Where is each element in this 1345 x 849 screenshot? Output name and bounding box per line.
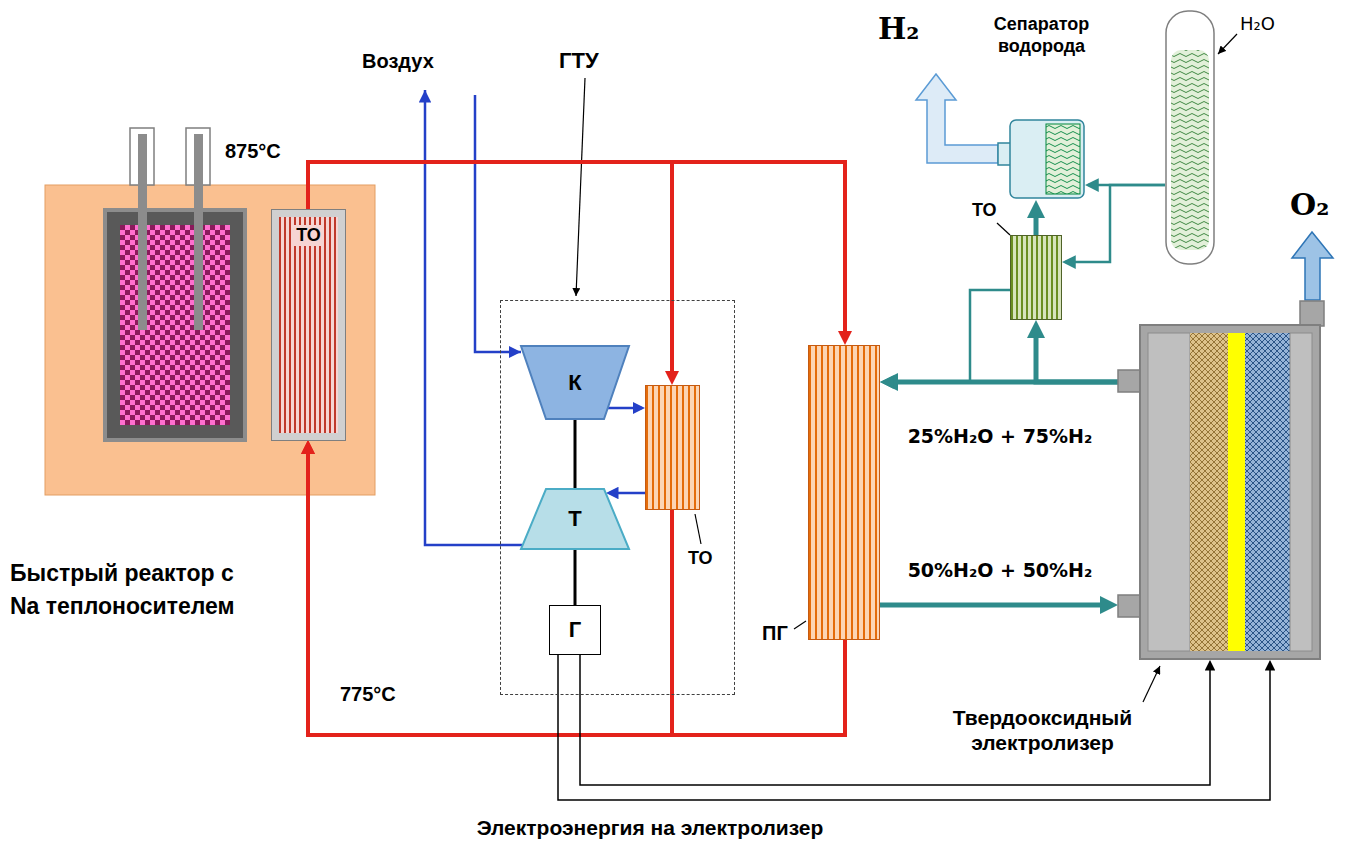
electrolyte-layer (1228, 333, 1245, 651)
temperature-label: 775°C (340, 683, 396, 706)
reactor-caption: Быстрый реактор с Na теплоносителем (10, 557, 242, 624)
electrolyzer-port (1300, 301, 1324, 326)
reactor-heat-exchanger: ТО (272, 210, 345, 440)
water-heat-exchanger: ТО (1010, 235, 1062, 320)
flow-connector (308, 445, 845, 735)
electrolyzer-label: Твердооксидный электролизер (935, 705, 1150, 755)
gas-turbine-unit: ГТУКТОТГ (500, 300, 735, 695)
flow-connector (883, 290, 1010, 382)
water-tank: H₂O (1165, 10, 1215, 265)
air-label: Воздух (362, 50, 434, 73)
flow-label: 50%H₂O + 50%H₂ (906, 560, 1095, 582)
flow-label: 25%H₂O + 75%H₂ (906, 426, 1095, 448)
leader-line (1218, 34, 1237, 54)
compressor-outline (521, 346, 629, 419)
control-rod (194, 134, 203, 330)
leader-line (997, 223, 1010, 235)
compressor: К (520, 345, 630, 420)
turbine: Т (520, 488, 630, 550)
flow-connector (558, 655, 1270, 800)
hydrogen-separator: Сепаратор водорода (998, 118, 1085, 200)
electrolyzer-body (1140, 325, 1320, 659)
electrolyzer-frame (1148, 333, 1190, 651)
flow-connector (580, 655, 1210, 785)
generator-label: Г (569, 617, 581, 642)
electrolyzer-frame (1290, 333, 1312, 651)
separator-label: Сепаратор водорода (970, 14, 1113, 57)
separator-body (1010, 120, 1084, 198)
flow-connector (308, 445, 672, 735)
water-label: H₂O (1240, 14, 1275, 35)
temperature-label: 875°C (225, 140, 281, 163)
unit-label: ГТУ (559, 48, 599, 73)
recuperator: ТО (645, 385, 700, 510)
separator-symbol (998, 118, 1085, 200)
turbine-outline (521, 489, 629, 549)
power-note: Электроэнергия на электролизер (350, 816, 950, 840)
separator-membrane (1046, 124, 1080, 194)
oxygen-outlet-arrow (1292, 232, 1333, 300)
hydrogen-outlet-arrow (916, 74, 998, 163)
oxygen-label: O₂ (1290, 188, 1329, 223)
electrolyzer-symbol (1118, 300, 1325, 660)
air-inlet-line (475, 95, 521, 352)
reactor-vessel-inner (105, 210, 245, 440)
steam-generator-label: ПГ (762, 622, 788, 645)
flow-connector (574, 550, 577, 605)
turbine-label: Т (568, 506, 581, 531)
leader-line (1143, 666, 1160, 702)
air-outlet-line (425, 90, 522, 545)
exchanger-label: ТО (294, 225, 323, 246)
exchanger-label: ТО (972, 200, 997, 221)
flow-connector (1034, 206, 1039, 235)
generator: Г (549, 605, 601, 655)
flow-connector (609, 492, 645, 495)
cathode-layer (1190, 333, 1228, 651)
leader-line (794, 621, 806, 629)
reactor-body (45, 185, 375, 495)
flow-connector (1036, 326, 1118, 382)
flow-connector (574, 420, 577, 488)
reactor-vessel: Быстрый реактор с Na теплоносителемТО (45, 185, 375, 495)
anode-layer (1245, 333, 1290, 651)
solid-oxide-electrolyzer: Твердооксидный электролизер (1118, 300, 1325, 660)
tank-water (1171, 50, 1209, 250)
electrolyzer-port (1118, 370, 1142, 392)
flow-connector (880, 603, 1112, 608)
exchanger-label: ТО (688, 548, 713, 569)
steam-generator: ПГ (808, 345, 880, 640)
electrolyzer-port (1118, 595, 1142, 617)
reactor-core (120, 225, 230, 425)
tank-symbol (1165, 10, 1215, 265)
control-rod (138, 134, 147, 330)
compressor-label: К (568, 370, 581, 395)
hydrogen-label: H₂ (878, 12, 919, 47)
leader-line (576, 78, 585, 296)
leader-line (695, 514, 701, 544)
tank-shell (1166, 11, 1214, 264)
flow-connector (308, 162, 845, 340)
flow-connector (608, 407, 642, 410)
